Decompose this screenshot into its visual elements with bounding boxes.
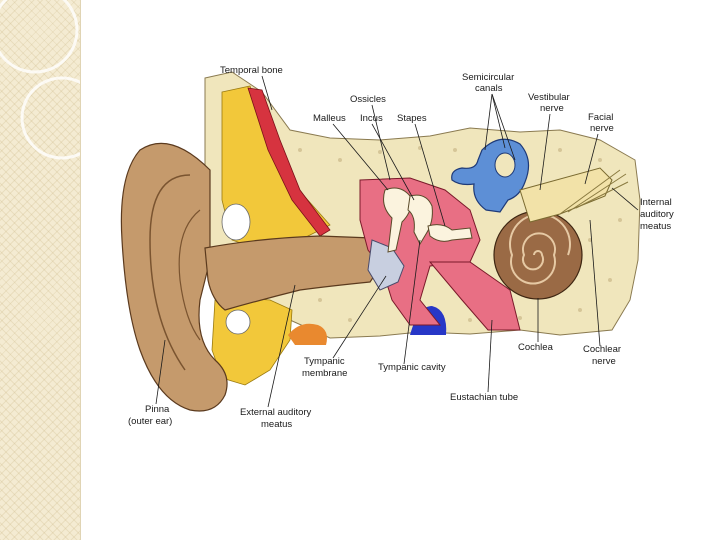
label-vestibular-nerve-line1: Vestibular (528, 92, 570, 103)
pinna-fold (149, 174, 191, 371)
label-external-auditory-meatus-line1: External auditory (240, 407, 312, 418)
leader-lines (155, 75, 639, 408)
eustachian-tube-shape (428, 261, 521, 331)
label-tympanic-membrane-line1: Tympanic (304, 356, 345, 367)
cochlea-spiral (509, 213, 571, 285)
stapes-bone (427, 224, 473, 242)
label-stapes: Stapes (397, 113, 427, 124)
bone-texture (298, 146, 622, 322)
cartilage-lower (225, 309, 251, 335)
label-semicircular-canals-line2: canals (475, 83, 503, 94)
label-incus: Incus (360, 113, 383, 124)
nerve-bundle (519, 167, 613, 223)
pinna-inner-fold (178, 209, 201, 341)
pinna-shape (120, 142, 228, 412)
label-external-auditory-meatus-line2: meatus (261, 419, 292, 430)
label-tympanic-cavity: Tympanic cavity (378, 362, 446, 373)
label-eustachian-tube: Eustachian tube (450, 392, 518, 403)
decorative-sidebar (0, 0, 104, 540)
label-temporal-bone: Temporal bone (220, 65, 283, 76)
cartilage-upper (221, 203, 251, 241)
label-internal-auditory-meatus-line1: Internal (640, 197, 672, 208)
label-ossicles: Ossicles (350, 94, 386, 105)
label-facial-nerve-line1: Facial (588, 112, 613, 123)
label-pinna-line1: Pinna (145, 404, 170, 415)
label-cochlea: Cochlea (518, 342, 554, 353)
label-pinna-line2: (outer ear) (128, 416, 172, 427)
label-malleus: Malleus (313, 113, 346, 124)
nerve-fibres (559, 169, 629, 215)
label-cochlear-nerve-line1: Cochlear (583, 344, 621, 355)
label-tympanic-membrane-line2: membrane (302, 368, 347, 379)
label-internal-auditory-meatus-line3: meatus (640, 221, 671, 232)
label-cochlear-nerve-line2: nerve (592, 356, 616, 367)
label-vestibular-nerve-line2: nerve (540, 103, 564, 114)
muscle-strip (247, 87, 331, 237)
label-internal-auditory-meatus-line2: auditory (640, 209, 674, 220)
label-semicircular-canals-line1: Semicircular (462, 72, 514, 83)
orange-vessel (288, 323, 327, 345)
label-facial-nerve-line2: nerve (590, 123, 614, 134)
semicircular-canal-loop (494, 152, 516, 178)
malleus-bone (383, 187, 412, 253)
ear-canal (204, 235, 386, 311)
